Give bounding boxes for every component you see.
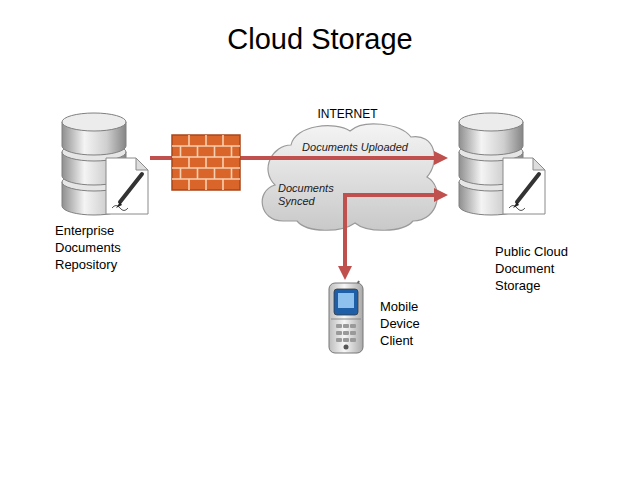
cloud-outline xyxy=(262,124,437,230)
node-label: Enterprise Documents Repository xyxy=(55,222,135,273)
node-label: Mobile Device Client xyxy=(380,298,432,349)
phone-keypad xyxy=(336,324,356,342)
phone-button xyxy=(344,345,349,350)
mobile-phone-icon xyxy=(329,281,363,353)
phone-screen xyxy=(338,293,354,308)
icon-slot xyxy=(326,280,364,355)
phone-body xyxy=(329,283,363,353)
diagram-title: Cloud Storage xyxy=(0,22,640,56)
edge-label: Documents Synced xyxy=(278,182,340,208)
cloud-label: INTERNET xyxy=(255,107,440,121)
icon-slot xyxy=(448,112,548,217)
icon-slot xyxy=(55,112,150,217)
database-node: Enterprise Documents Repository xyxy=(55,112,150,273)
database-node: Public Cloud Document Storage xyxy=(448,112,583,294)
mobile-node: Mobile Device Client xyxy=(326,280,432,355)
brick-mortar xyxy=(172,135,240,190)
node-label: Public Cloud Document Storage xyxy=(495,243,583,294)
cloud-node: INTERNET xyxy=(255,107,440,232)
database-icon xyxy=(62,113,148,215)
phone-hinge xyxy=(331,319,361,320)
edge-label: Documents Uploaded xyxy=(302,141,408,154)
phone-screen-frame xyxy=(334,289,358,315)
database-icon xyxy=(459,113,545,215)
firewall-icon xyxy=(172,135,240,190)
brick-wall xyxy=(172,135,240,190)
cloud-shape xyxy=(255,121,440,231)
